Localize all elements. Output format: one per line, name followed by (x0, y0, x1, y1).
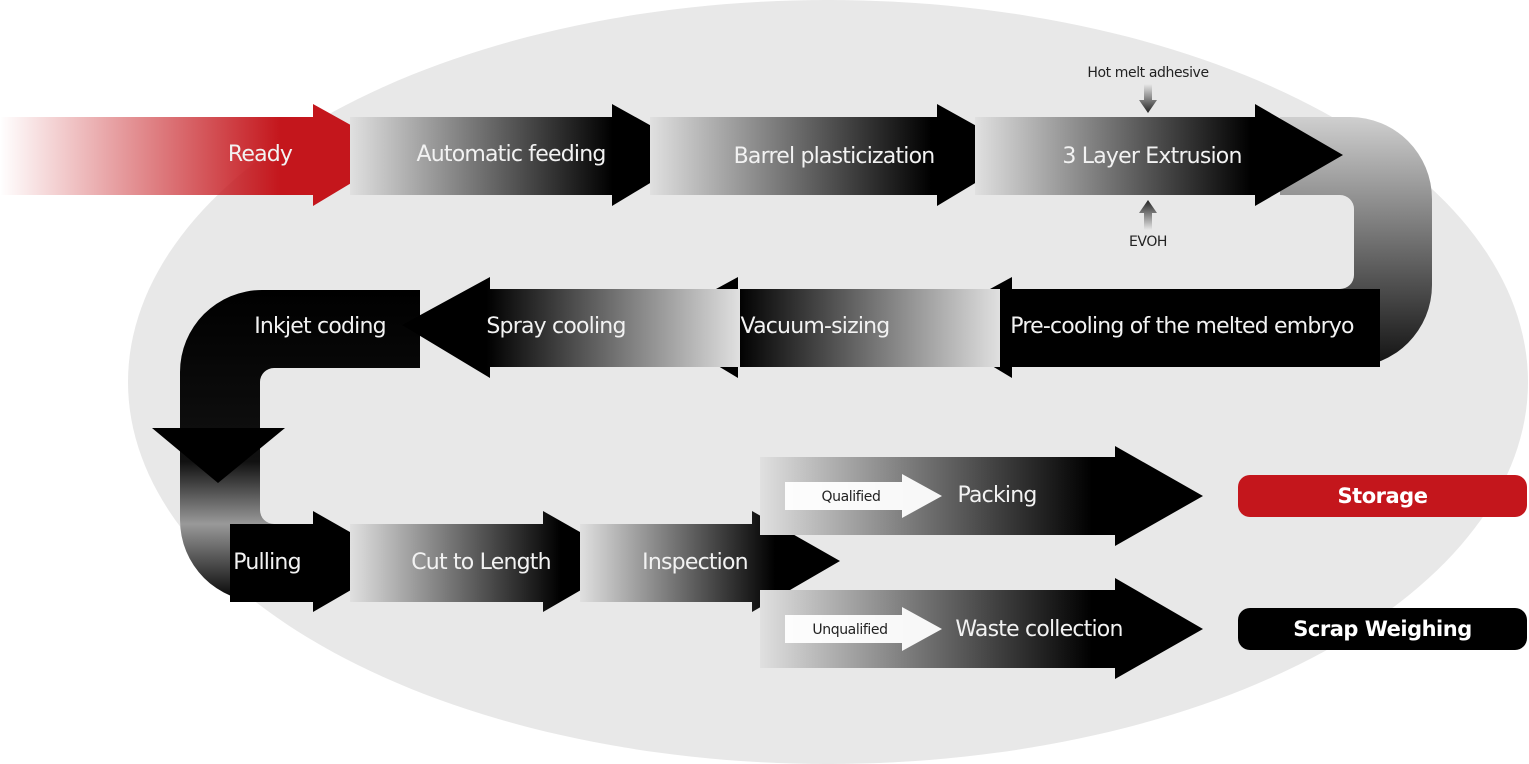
label-packing: Packing (957, 483, 1036, 508)
label-qualified: Qualified (822, 489, 881, 505)
label-ready: Ready (228, 142, 293, 167)
label-vacuum-sizing: Vacuum-sizing (741, 314, 890, 339)
label-unqualified: Unqualified (812, 622, 887, 638)
label-automatic-feeding: Automatic feeding (416, 142, 605, 167)
label-cut-to-length: Cut to Length (411, 550, 551, 575)
unqualified-arrow-icon (785, 607, 942, 651)
label-pulling: Pulling (233, 550, 300, 575)
label-inkjet-coding: Inkjet coding (254, 314, 386, 339)
label-evoh: EVOH (1129, 234, 1167, 250)
storage-badge: Storage (1238, 475, 1527, 517)
arrow-cut-to-length (350, 511, 631, 612)
hot-melt-adhesive-arrow-icon (1139, 84, 1157, 113)
label-waste-collection: Waste collection (955, 617, 1122, 642)
arrow-three-layer-extrusion (975, 104, 1343, 206)
label-three-layer-extrusion: 3 Layer Extrusion (1062, 144, 1241, 169)
label-barrel-plasticization: Barrel plasticization (734, 144, 935, 169)
arrow-down-head (152, 428, 285, 483)
arrow-spray-cooling (402, 277, 740, 378)
arrow-packing (760, 446, 1203, 546)
scrap-weighing-badge: Scrap Weighing (1238, 608, 1527, 650)
arrow-barrel-plasticization (650, 104, 1025, 206)
arrow-waste-collection (760, 578, 1203, 679)
label-spray-cooling: Spray cooling (486, 314, 625, 339)
label-pre-cooling: Pre-cooling of the melted embryo (1010, 314, 1354, 339)
label-hot-melt-adhesive: Hot melt adhesive (1087, 65, 1208, 81)
arrow-inspection (580, 511, 840, 612)
qualified-arrow-icon (785, 474, 942, 518)
arrow-pulling (230, 511, 401, 612)
label-inspection: Inspection (642, 550, 748, 575)
arrow-pre-cooling (924, 277, 1380, 378)
arrow-automatic-feeding (350, 104, 700, 206)
arrow-ready (0, 104, 401, 206)
evoh-arrow-icon (1139, 200, 1157, 230)
